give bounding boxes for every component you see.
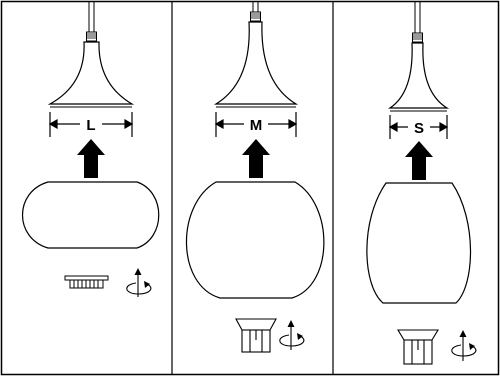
cable [252,2,259,12]
ring-fitting [64,275,109,289]
width-dimension [388,115,449,139]
glass-globe [185,181,325,299]
size-label-l: L [86,117,95,134]
shade-canopy [213,21,299,105]
panel-medium: M [185,2,325,353]
glass-globe [22,181,160,249]
socket-fitting [397,329,439,365]
cable-fitting [86,31,97,42]
rotate-icon [279,320,305,350]
up-arrow-icon [405,141,433,180]
rotate-icon [451,330,477,361]
cable-fitting [250,11,261,22]
cable-fitting [412,32,423,43]
glass-globe [366,182,472,304]
size-label-s: S [414,120,424,137]
panel-small: S [366,2,477,365]
shade-canopy [388,42,450,109]
shade-canopy [47,41,135,105]
panel-large: L [22,2,160,297]
up-arrow-icon [77,139,105,178]
cable [414,2,421,33]
up-arrow-icon [242,139,270,178]
socket-fitting [235,318,277,353]
rotate-icon [126,268,152,297]
cable [88,2,95,32]
size-label-m: M [250,117,263,134]
